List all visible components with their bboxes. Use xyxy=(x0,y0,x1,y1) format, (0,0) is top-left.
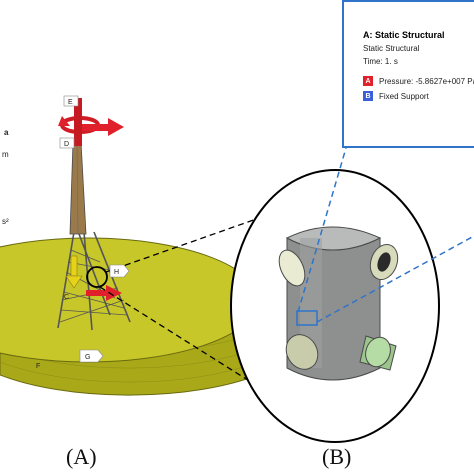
detail-view-circle[interactable] xyxy=(230,169,440,443)
left-fragment-3: s² xyxy=(2,217,9,226)
panel-connector-lines xyxy=(297,147,474,323)
fixed-support-marker[interactable] xyxy=(296,310,318,326)
legend-text-fixed-support: Fixed Support xyxy=(379,91,429,101)
label-c: C xyxy=(64,294,69,301)
left-fragment-1: a xyxy=(4,128,9,137)
support-arrow xyxy=(65,255,83,289)
left-fragment-2: m xyxy=(2,150,9,159)
label-h: H xyxy=(114,269,119,276)
force-arrow-base xyxy=(86,285,122,301)
moment-load-icon xyxy=(58,98,124,146)
label-g: G xyxy=(85,354,90,361)
legend-swatch-a: A xyxy=(363,76,373,86)
legend-swatch-b: B xyxy=(363,91,373,101)
label-f: F xyxy=(36,363,40,370)
tower-pole[interactable] xyxy=(69,141,87,235)
connector-lines xyxy=(99,216,271,395)
caption-a: (A) xyxy=(66,444,97,469)
label-e: E xyxy=(68,99,73,106)
panel-time: Time: 1. s xyxy=(363,57,398,66)
panel-subtitle: Static Structural xyxy=(363,44,420,53)
detail-marker-circle[interactable] xyxy=(86,266,108,288)
legend-text-pressure: Pressure: -5.8627e+007 Pa xyxy=(379,76,474,86)
legend-item-pressure[interactable]: A Pressure: -5.8627e+007 Pa xyxy=(363,76,474,86)
foundation-cylinder[interactable] xyxy=(0,237,259,396)
panel-title: A: Static Structural xyxy=(363,30,445,40)
label-d: D xyxy=(64,141,69,148)
legend-item-fixed-support[interactable]: B Fixed Support xyxy=(363,91,474,101)
analysis-info-panel: A: Static Structural Static Structural T… xyxy=(342,0,474,148)
caption-b: (B) xyxy=(322,444,352,469)
